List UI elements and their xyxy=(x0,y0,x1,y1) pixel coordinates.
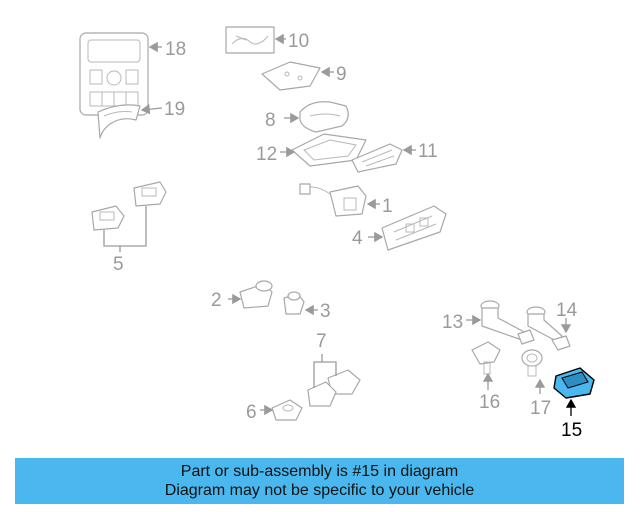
callout-6: 6 xyxy=(246,402,257,423)
callout-10: 10 xyxy=(288,31,309,52)
part-15-switch-highlighted[interactable] xyxy=(553,367,595,399)
part-9-pad xyxy=(261,61,321,91)
part-10-cable xyxy=(225,26,275,54)
part-6-connector xyxy=(271,399,303,421)
banner-line-1: Part or sub-assembly is #15 in diagram xyxy=(180,463,459,480)
callout-13: 13 xyxy=(442,312,463,333)
callout-18: 18 xyxy=(165,39,186,60)
part-2-sensor xyxy=(239,280,273,309)
callout-2: 2 xyxy=(211,290,222,311)
part-13-bulb-holder xyxy=(480,300,535,345)
part-17-lamp xyxy=(521,349,543,377)
part-8-cover xyxy=(299,101,349,133)
part-14-bulb-holder xyxy=(526,306,571,351)
part-18-control-head xyxy=(79,32,149,116)
callout-14: 14 xyxy=(556,300,578,321)
part-7-switches xyxy=(307,354,361,407)
part-11-switch xyxy=(351,143,403,173)
callout-3: 3 xyxy=(320,301,331,322)
part-3-socket xyxy=(283,291,305,315)
part-4-switch-bank xyxy=(381,205,447,251)
callout-1: 1 xyxy=(382,196,393,217)
part-1-switch xyxy=(299,183,367,217)
callout-5: 5 xyxy=(113,254,124,275)
part-5-switches xyxy=(91,181,167,252)
callout-17: 17 xyxy=(530,398,551,419)
callout-15: 15 xyxy=(561,420,582,441)
part-19-bezel xyxy=(97,104,141,139)
part-12-tray xyxy=(291,133,367,167)
info-banner: Part or sub-assembly is #15 in diagram D… xyxy=(15,458,624,504)
callout-19: 19 xyxy=(164,99,185,120)
callout-9: 9 xyxy=(336,64,347,85)
callout-12: 12 xyxy=(256,144,277,165)
callout-4: 4 xyxy=(352,228,363,249)
callout-7: 7 xyxy=(316,331,327,352)
callout-11: 11 xyxy=(418,141,438,162)
part-16-bracket xyxy=(471,341,501,375)
callout-16: 16 xyxy=(479,392,500,413)
callout-8: 8 xyxy=(265,110,276,131)
banner-line-2: Diagram may not be specific to your vehi… xyxy=(164,482,475,499)
